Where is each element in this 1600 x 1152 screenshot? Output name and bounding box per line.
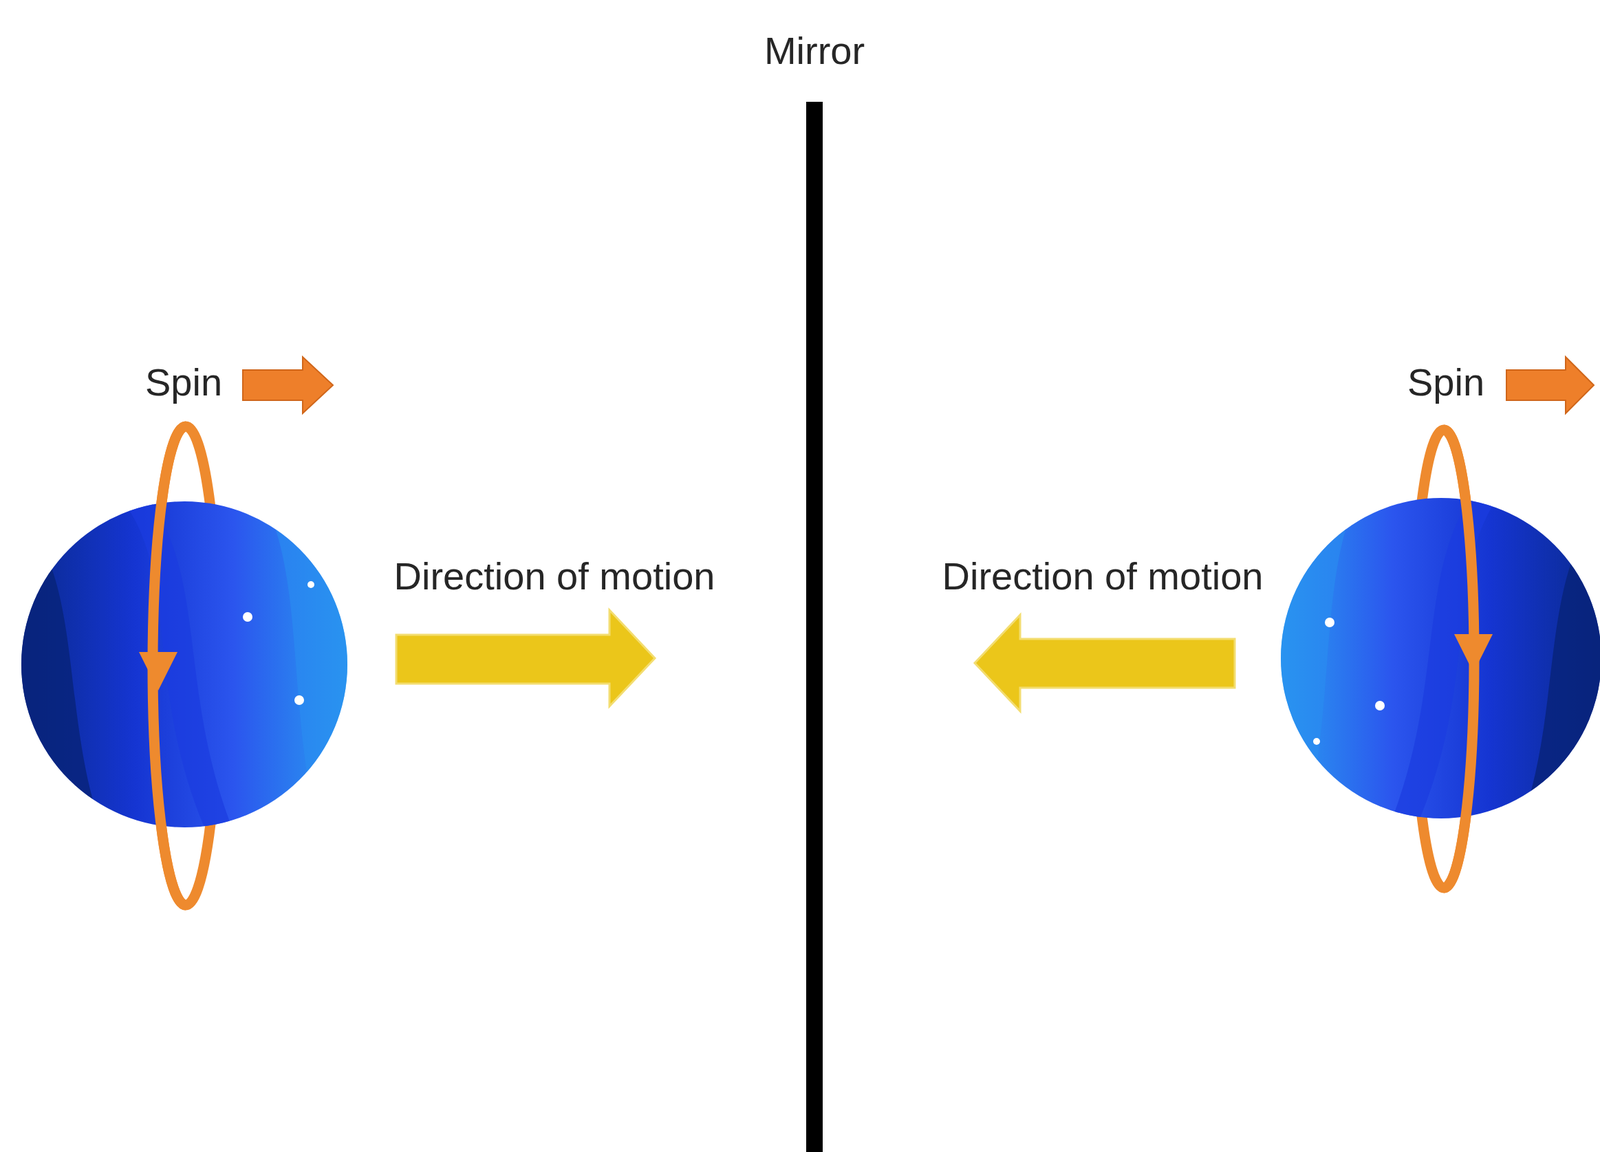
spin-arrow bbox=[242, 357, 333, 414]
planet-band bbox=[123, 502, 234, 833]
planet-dot bbox=[1375, 700, 1385, 711]
spin-arrowhead bbox=[1454, 634, 1493, 673]
planet bbox=[13, 501, 358, 833]
label-text: Direction of motion bbox=[942, 554, 1264, 599]
planet-dot bbox=[242, 612, 253, 622]
label-text: Spin bbox=[1407, 360, 1485, 405]
planet-dot bbox=[1313, 738, 1321, 745]
planet-band bbox=[1389, 495, 1500, 826]
planet-dot bbox=[1324, 617, 1335, 628]
motion-arrow bbox=[396, 610, 655, 707]
label-text: Direction of motion bbox=[394, 554, 716, 599]
planet-band bbox=[268, 509, 358, 826]
label-text: Spin bbox=[145, 360, 223, 405]
spin-arrow bbox=[1506, 357, 1594, 414]
planet-dot bbox=[307, 581, 315, 589]
planet-band bbox=[1265, 502, 1356, 819]
label-text: Mirror bbox=[764, 28, 865, 73]
planet-band bbox=[1520, 515, 1600, 826]
mirror-line bbox=[806, 101, 823, 1152]
spin-arrowhead bbox=[138, 652, 178, 691]
planet-dot bbox=[294, 695, 305, 706]
motion-arrow bbox=[974, 614, 1235, 712]
planet bbox=[1265, 495, 1600, 826]
planet-band bbox=[13, 522, 104, 833]
